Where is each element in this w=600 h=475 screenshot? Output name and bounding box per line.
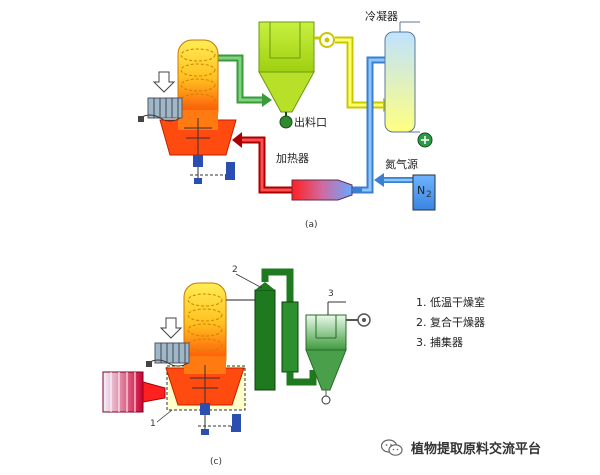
marker-2: 2 — [232, 265, 238, 275]
diagram-a: 出料口 冷凝器 加热器 N 2 氮气源 (a) — [138, 9, 436, 230]
feed-arrow-icon — [152, 71, 176, 93]
diagram-c: 2 3 1 (c) — [102, 265, 371, 467]
collector-valve-icon — [321, 395, 331, 405]
feed-arrow-icon — [159, 317, 183, 339]
watermark-text: 植物提取原料交流平台 — [411, 442, 542, 457]
legend-item-1: 1. 低温干燥室 — [416, 296, 485, 309]
dryer-tower-c — [165, 282, 245, 435]
nitrogen-source-label: 氮气源 — [385, 157, 418, 171]
legend-item-2: 2. 复合干燥器 — [416, 316, 485, 329]
condenser — [384, 21, 433, 148]
condenser-label: 冷凝器 — [365, 9, 398, 23]
cyclone-a — [258, 21, 335, 129]
legend-c: 1. 低温干燥室 2. 复合干燥器 3. 捕集器 — [416, 293, 485, 353]
n2-label: N — [417, 184, 425, 197]
heater — [291, 179, 362, 201]
composite-dryer — [254, 268, 317, 391]
caption-c: (c) — [210, 457, 222, 467]
marker-3: 3 — [328, 289, 334, 299]
pipe-cyclone-to-condenser — [335, 36, 385, 109]
dryer-tower-a — [159, 39, 237, 184]
outlet-label: 出料口 — [294, 115, 327, 129]
wechat-icon — [381, 438, 403, 456]
pipe-heater-to-dryer — [240, 136, 292, 194]
n2-subscript: 2 — [426, 190, 432, 200]
caption-a: (a) — [305, 220, 318, 230]
heater-label: 加热器 — [276, 152, 309, 165]
feeder-c — [146, 317, 190, 367]
hot-air-box — [102, 371, 166, 413]
watermark: 植物提取原料交流平台 — [381, 438, 541, 457]
outlet-valve-icon — [279, 115, 293, 129]
feeder-a — [138, 71, 183, 122]
legend-item-3: 3. 捕集器 — [416, 336, 463, 349]
nitrogen-source: N 2 — [412, 174, 436, 211]
marker-1: 1 — [150, 419, 156, 429]
collector — [305, 301, 371, 405]
